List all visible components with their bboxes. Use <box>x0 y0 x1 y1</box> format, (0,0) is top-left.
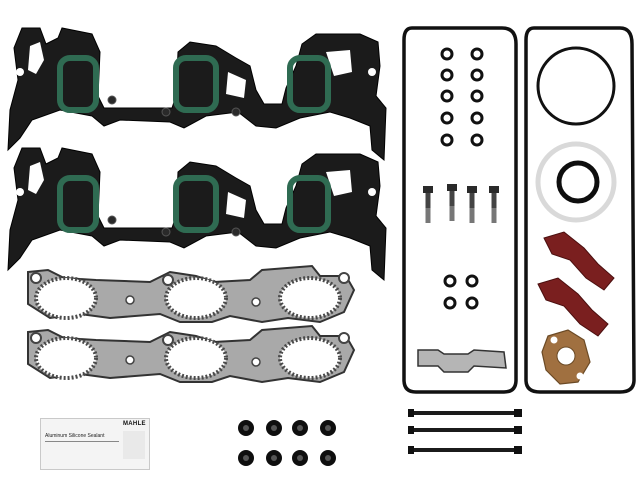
long-bolt-set <box>408 409 522 454</box>
upper-intake-carrier-gasket <box>8 28 386 160</box>
large-round-gasket <box>536 46 616 126</box>
short-bolt-set <box>423 184 499 223</box>
lower-intake-carrier-gasket <box>8 148 386 280</box>
red-seal-lower <box>537 277 609 337</box>
packet-brand: MAHLE <box>123 421 146 427</box>
bracket-gasket <box>417 349 507 373</box>
packet-tip <box>123 431 145 459</box>
packet-product-name: Aluminum Silicone Sealant <box>45 433 105 439</box>
lower-steel-manifold-gasket <box>26 324 356 384</box>
o-ring-set <box>440 47 484 147</box>
grommet-set <box>238 420 336 466</box>
right-perimeter-gasket <box>524 26 636 394</box>
upper-steel-manifold-gasket <box>26 264 356 324</box>
packet-fine-print <box>45 441 119 456</box>
sealant-packet: MAHLE Aluminum Silicone Sealant <box>40 418 150 470</box>
inner-ring-seal <box>556 160 600 204</box>
small-seal-set <box>443 274 479 310</box>
outer-ring-gasket <box>535 141 617 223</box>
left-perimeter-gasket <box>402 26 518 394</box>
